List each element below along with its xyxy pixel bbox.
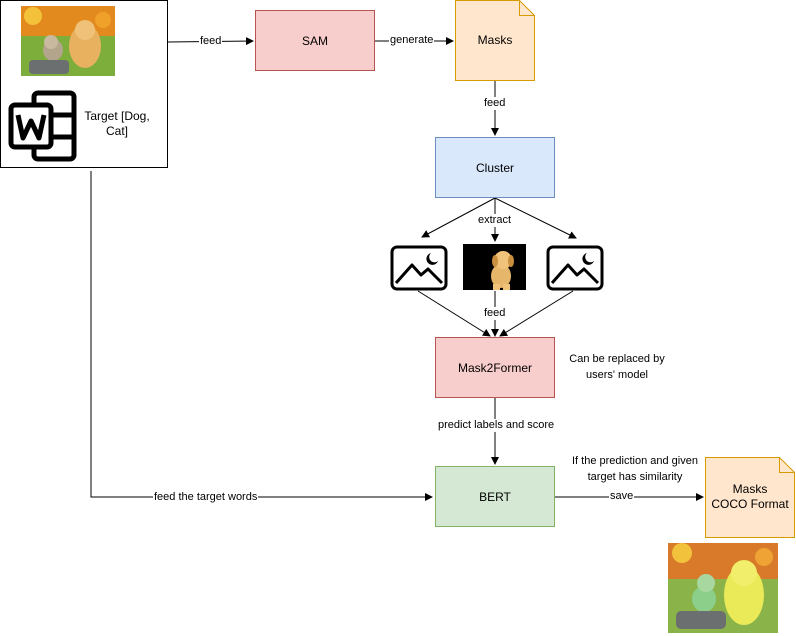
output-label: Masks COCO Format bbox=[711, 482, 789, 511]
masks-note: Masks bbox=[455, 0, 535, 81]
image-placeholder-icon bbox=[546, 245, 604, 291]
mask2former-node: Mask2Former bbox=[435, 337, 555, 398]
edge-left-m2f bbox=[417, 290, 491, 337]
edge-label-save: save bbox=[609, 490, 635, 503]
edge-label-feed-crops: feed bbox=[483, 307, 507, 320]
dog-cat-photo bbox=[21, 6, 115, 76]
input-panel: Target [Dog, Cat] bbox=[0, 0, 168, 168]
sam-node: SAM bbox=[255, 10, 375, 71]
edge-label-feed-masks: feed bbox=[483, 97, 507, 110]
target-label: Target [Dog, Cat] bbox=[84, 109, 150, 138]
puppy-crop-image bbox=[463, 244, 526, 290]
edge-cluster-left bbox=[421, 197, 496, 238]
edge-label-generate: generate bbox=[389, 34, 435, 47]
replaceable-note: Can be replaced by users' model bbox=[569, 353, 665, 381]
edge-label-feed-target-words: feed the target words bbox=[153, 491, 259, 504]
word-document-icon bbox=[8, 90, 77, 162]
cluster-node: Cluster bbox=[435, 137, 555, 198]
edge-label-predict: predict labels and score bbox=[437, 419, 556, 432]
edge-label-feed: feed bbox=[199, 35, 223, 48]
image-placeholder-icon bbox=[390, 245, 448, 291]
bert-node: BERT bbox=[435, 466, 555, 527]
edge-target-bert bbox=[90, 171, 433, 501]
edge-label-extract: extract bbox=[477, 214, 513, 227]
edge-cluster-right bbox=[494, 197, 577, 239]
edge-right-m2f bbox=[499, 290, 574, 337]
output-note: Masks COCO Format bbox=[705, 457, 795, 538]
masked-result-photo bbox=[668, 543, 778, 633]
masks-label: Masks bbox=[477, 33, 513, 47]
similarity-note: If the prediction and given target has s… bbox=[572, 455, 698, 483]
